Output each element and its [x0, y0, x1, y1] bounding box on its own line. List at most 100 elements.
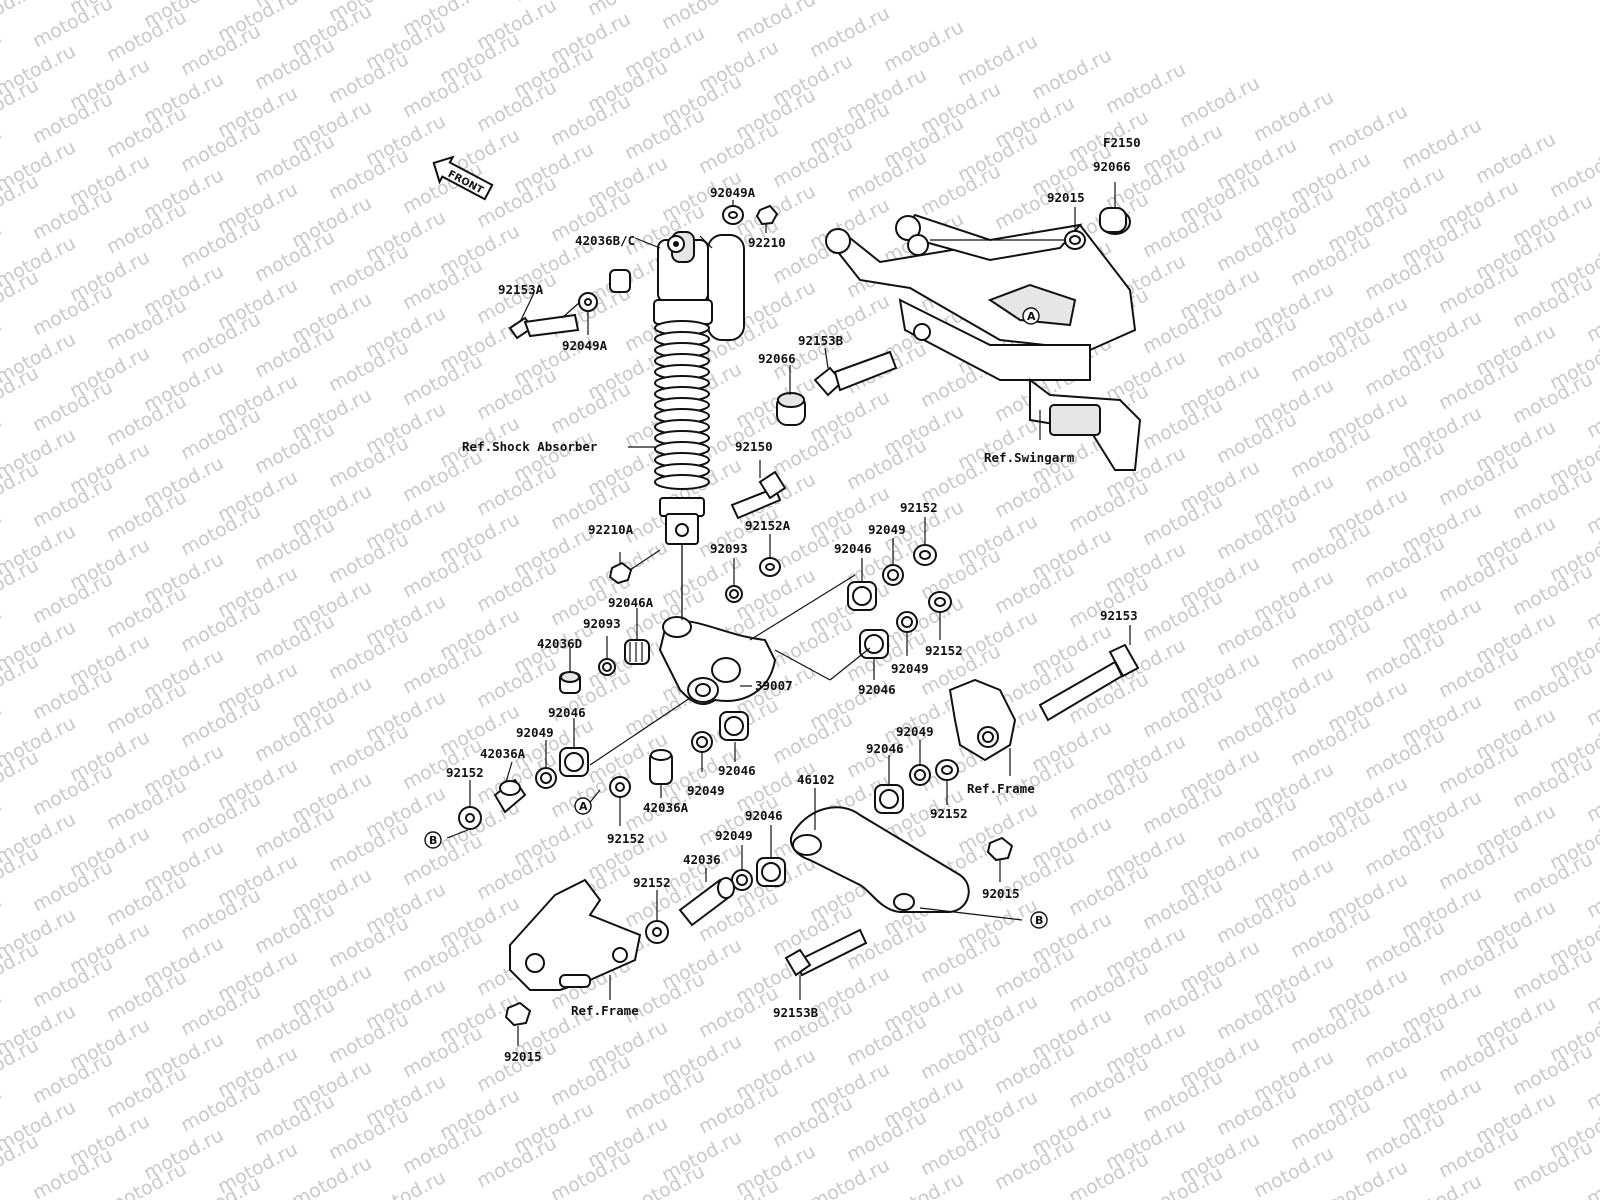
- label-92093-a: 92093: [710, 541, 748, 556]
- label-ref-frame-left: Ref.Frame: [571, 1003, 639, 1018]
- watermark-text: motod.ru: [1102, 58, 1189, 118]
- label-92046-f: 92046: [745, 808, 783, 823]
- label-92046-c: 92046: [834, 541, 872, 556]
- label-92046-b: 92046: [718, 763, 756, 778]
- collar-42036A-b: [649, 749, 673, 785]
- bearing-92046-d: [859, 629, 889, 659]
- label-92049A-bottom: 92049A: [562, 338, 608, 353]
- washer-92152A: [759, 557, 781, 577]
- bearing-92046A: [624, 639, 650, 665]
- label-92049A-top: 92049A: [710, 185, 756, 200]
- washer-92152-f: [645, 920, 669, 944]
- svg-text:B: B: [1035, 914, 1043, 927]
- washer-92049-b: [691, 731, 713, 753]
- frame-bracket-left: [509, 878, 642, 991]
- bolt-92153A: [508, 313, 580, 340]
- label-42036: 42036: [683, 852, 721, 867]
- watermark-text: motod.ru: [1324, 100, 1411, 160]
- bearing-92046-e: [874, 784, 904, 814]
- washer-92049-d: [896, 611, 918, 633]
- label-92049-f: 92049: [715, 828, 753, 843]
- seal-92093-b: [598, 658, 616, 676]
- label-42036A-a: 42036A: [480, 746, 526, 761]
- label-92049-c: 92049: [868, 522, 906, 537]
- label-92152-d: 92152: [925, 643, 963, 658]
- label-92049-d: 92049: [891, 661, 929, 676]
- washer-92152-b: [609, 776, 631, 798]
- label-42036A-b: 42036A: [643, 800, 689, 815]
- label-92153: 92153: [1100, 608, 1138, 623]
- label-ref-swingarm: Ref.Swingarm: [984, 450, 1075, 465]
- label-92015-right: 92015: [982, 886, 1020, 901]
- label-42036BC: 42036B/C: [575, 233, 635, 248]
- label-ref-shock-absorber: Ref.Shock Absorber: [462, 439, 598, 454]
- spring-coil: [654, 474, 710, 490]
- label-92066-top: 92066: [1093, 159, 1131, 174]
- label-92152-a: 92152: [446, 765, 484, 780]
- watermark-text: motod.ru: [954, 30, 1041, 90]
- collar-42036BC: [609, 269, 631, 293]
- washer-92049-e: [909, 764, 931, 786]
- collar-42036D: [559, 671, 581, 694]
- label-92049-b: 92049: [687, 783, 725, 798]
- label-39007: 39007: [755, 678, 793, 693]
- label-92066-mid: 92066: [758, 351, 796, 366]
- ref-circle-b-left: B: [424, 831, 442, 849]
- bearing-92046-b: [719, 711, 749, 741]
- label-92046-a: 92046: [548, 705, 586, 720]
- label-ref-frame-right: Ref.Frame: [967, 781, 1035, 796]
- watermark-text: motod.ru: [1250, 86, 1337, 146]
- label-92093-b: 92093: [583, 616, 621, 631]
- label-42036D: 42036D: [537, 636, 582, 651]
- bearing-92046-a: [559, 747, 589, 777]
- label-92015-left: 92015: [504, 1049, 542, 1064]
- watermark-text: motod.ru: [1546, 142, 1600, 202]
- watermark-text: motod.ru: [806, 2, 893, 62]
- nut-92210A: [608, 561, 633, 585]
- ref-circle-a-top: A: [1022, 307, 1040, 325]
- label-92153A: 92153A: [498, 282, 544, 297]
- washer-92049A-top: [722, 205, 744, 225]
- frame-bracket-right: [948, 678, 1017, 762]
- bearing-92046-f: [756, 857, 786, 887]
- label-92046A: 92046A: [608, 595, 654, 610]
- label-46102: 46102: [797, 772, 835, 787]
- svg-text:A: A: [1027, 310, 1036, 323]
- watermark-text: motod.ru: [1176, 72, 1263, 132]
- watermark-text: motod.ru: [880, 16, 967, 76]
- label-92152A: 92152A: [745, 518, 791, 533]
- watermark-text: motod.ru: [732, 0, 819, 48]
- collar-42036: [678, 877, 735, 927]
- label-92153B-bottom: 92153B: [773, 1005, 819, 1020]
- bolt-92153B-bottom: [784, 928, 868, 977]
- washer-92049-c: [882, 564, 904, 586]
- ref-circle-b-right: B: [1030, 911, 1048, 929]
- rocker-arm: [658, 616, 777, 706]
- label-92046-d: 92046: [858, 682, 896, 697]
- collar-92066-mid: [776, 392, 806, 426]
- label-92152-e: 92152: [930, 806, 968, 821]
- label-92210A: 92210A: [588, 522, 634, 537]
- part-labels: 92049A 92210 42036B/C 92153A 92049A Ref.…: [446, 159, 1138, 1064]
- bolt-92153: [1038, 643, 1140, 722]
- washer-92015-top: [1064, 230, 1086, 250]
- washer-92152-a: [458, 806, 482, 830]
- washer-92152-c: [913, 544, 937, 566]
- watermark-text: motod.ru: [1250, 1142, 1337, 1200]
- washer-92049A-bot: [578, 292, 598, 312]
- leader-lines: [446, 182, 1131, 1046]
- nut-92015-r: [986, 836, 1014, 862]
- washer-92152-e: [935, 759, 959, 781]
- label-92049-e: 92049: [896, 724, 934, 739]
- label-92150: 92150: [735, 439, 773, 454]
- nut-92015-l: [504, 1001, 532, 1027]
- bearing-92046-c: [847, 581, 877, 611]
- swingarm: [825, 213, 1142, 471]
- label-92152-c: 92152: [900, 500, 938, 515]
- shock-absorber: [653, 231, 745, 620]
- svg-text:A: A: [579, 800, 588, 813]
- watermark-text: motod.ru: [1028, 44, 1115, 104]
- collar-92066-top: [1099, 207, 1131, 235]
